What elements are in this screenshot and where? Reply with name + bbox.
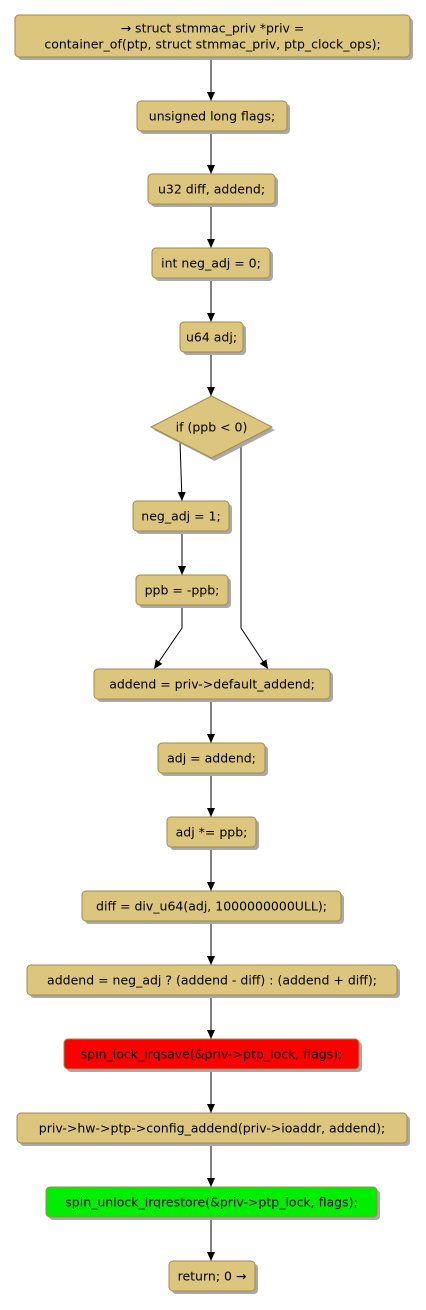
node-label: container_of(ptp, struct stmmac_priv, pt… (44, 37, 380, 52)
node-n13: addend = neg_adj ? (addend - diff) : (ad… (26, 964, 400, 998)
node-box (179, 321, 244, 353)
node-label: diff = div_u64(adj, 1000000000ULL); (96, 899, 327, 914)
node-box (135, 574, 229, 606)
node-box (157, 742, 266, 774)
node-n3: u32 diff, addend; (147, 173, 278, 207)
node-n17: return; 0 → (168, 1260, 258, 1294)
node-box (168, 1260, 256, 1292)
node-box (147, 173, 276, 205)
node-box (14, 14, 411, 58)
node-label: if (ppb < 0) (176, 420, 248, 435)
node-n16: spin_unlock_irqrestore(&priv->ptp_lock, … (45, 1186, 380, 1220)
node-box (166, 816, 257, 848)
node-n14: spin_lock_irqsave(&priv->ptp_lock, flags… (63, 1038, 362, 1072)
node-label: addend = neg_adj ? (addend - diff) : (ad… (47, 973, 377, 988)
node-n15: priv->hw->ptp->config_addend(priv->ioadd… (16, 1112, 410, 1146)
node-label: u32 diff, addend; (158, 182, 265, 197)
node-label: → struct stmmac_priv *priv = (121, 21, 305, 36)
nodes-layer: → struct stmmac_priv *priv =container_of… (14, 14, 413, 1294)
node-n4: int neg_adj = 0; (151, 247, 273, 281)
node-n6: if (ppb < 0) (149, 395, 275, 461)
node-box (81, 890, 342, 922)
node-n2: unsigned long flags; (136, 100, 290, 134)
node-box (26, 964, 398, 996)
node-n7: neg_adj = 1; (132, 500, 232, 534)
edge-n6-n7 (177, 441, 186, 502)
node-label: u64 adj; (186, 330, 237, 345)
node-n9: addend = priv->default_addend; (93, 668, 333, 702)
node-n12: diff = div_u64(adj, 1000000000ULL); (81, 890, 344, 924)
node-label: return; 0 → (178, 1269, 247, 1284)
node-n10: adj = addend; (157, 742, 268, 776)
node-label: neg_adj = 1; (141, 509, 220, 524)
node-n5: u64 adj; (179, 321, 246, 355)
node-box (136, 100, 288, 132)
node-box (63, 1038, 360, 1070)
node-label: unsigned long flags; (149, 109, 275, 124)
node-label: priv->hw->ptp->config_addend(priv->ioadd… (39, 1121, 385, 1136)
node-n11: adj *= ppb; (166, 816, 259, 850)
node-label: adj *= ppb; (176, 825, 248, 840)
node-box (151, 247, 271, 279)
node-label: spin_lock_irqsave(&priv->ptp_lock, flags… (81, 1047, 343, 1062)
node-label: addend = priv->default_addend; (109, 677, 315, 692)
edges-layer (153, 57, 269, 1261)
node-n1: → struct stmmac_priv *priv =container_of… (14, 14, 413, 60)
node-n8: ppb = -ppb; (135, 574, 231, 608)
edge-n8-n9 (153, 605, 183, 670)
edge-n6-n9 (240, 442, 269, 670)
node-label: spin_unlock_irqrestore(&priv->ptp_lock, … (65, 1195, 357, 1210)
node-box (16, 1112, 408, 1144)
node-label: int neg_adj = 0; (161, 256, 261, 271)
node-box (93, 668, 331, 700)
decision-diamond (149, 395, 274, 459)
node-label: ppb = -ppb; (145, 583, 220, 598)
node-label: adj = addend; (167, 751, 256, 766)
node-box (45, 1186, 378, 1218)
node-box (132, 500, 230, 532)
